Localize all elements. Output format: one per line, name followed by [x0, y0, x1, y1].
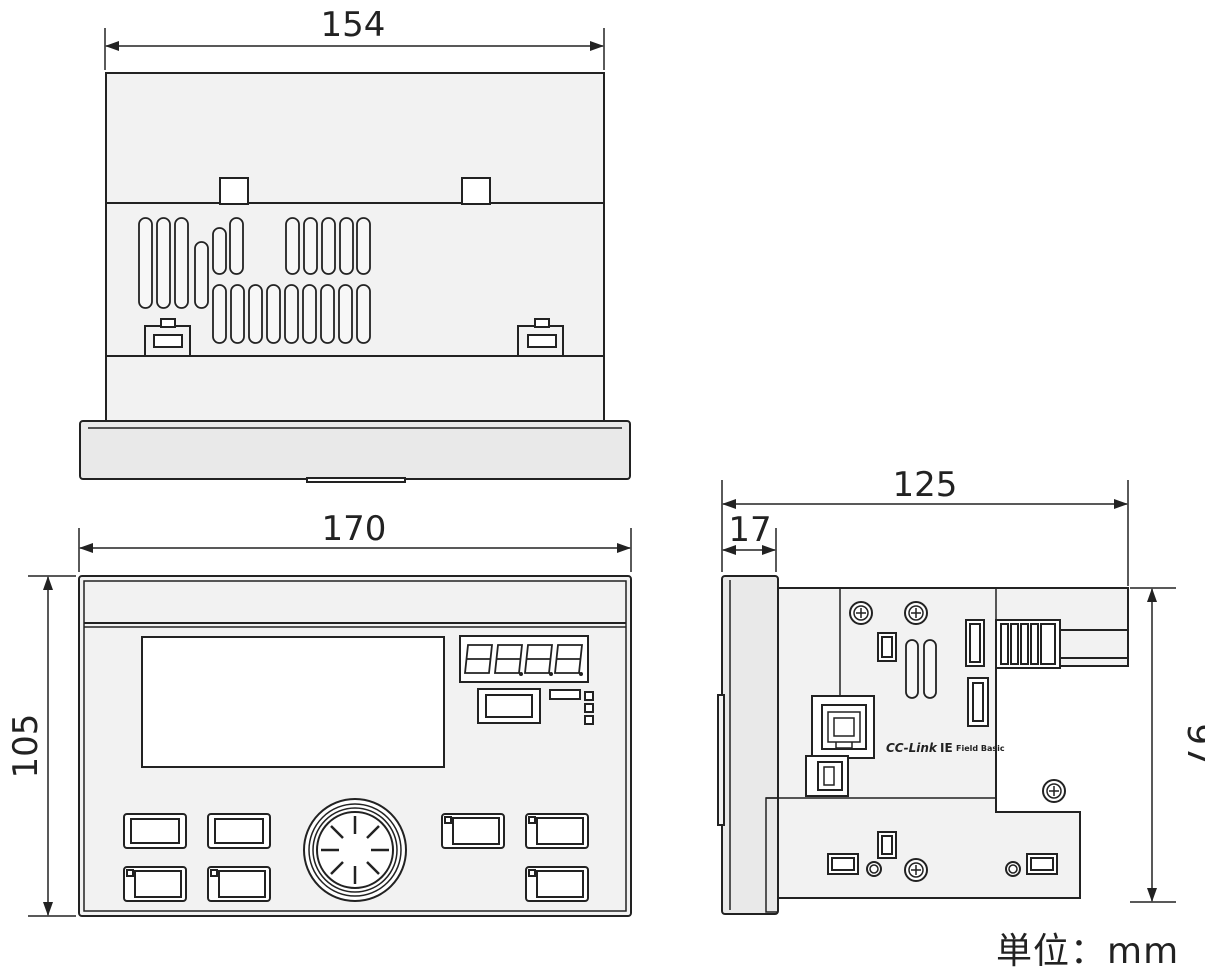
top-bottom-tab	[306, 477, 406, 483]
side-screw-4	[904, 858, 928, 882]
front-key-7	[525, 866, 589, 902]
dim-front-height: 105	[6, 575, 76, 917]
dim-front-height-label: 105	[6, 714, 46, 779]
front-key-3	[123, 866, 187, 902]
dim-side-height-label: 97	[1179, 723, 1205, 766]
top-view: 154	[79, 5, 631, 483]
front-key-5	[441, 813, 505, 849]
dim-front-width-label: 170	[322, 509, 387, 549]
top-tab-right	[461, 177, 491, 205]
side-usb-port	[805, 755, 849, 797]
top-latch-right	[517, 318, 580, 357]
top-tab-left	[219, 177, 249, 205]
svg-text:IE: IE	[940, 741, 953, 755]
side-connector	[995, 619, 1128, 669]
front-7seg-display	[459, 635, 589, 683]
front-key-1	[123, 813, 187, 849]
top-vent-slots	[138, 217, 371, 344]
front-lcd-display	[141, 636, 445, 768]
side-screw-2	[904, 601, 928, 625]
dim-side-width-label: 125	[893, 465, 958, 505]
top-lower-body	[105, 355, 605, 423]
dim-side-panel: 17	[722, 510, 777, 572]
front-status-led-bar	[549, 689, 581, 700]
dim-front-width: 170	[78, 509, 632, 572]
front-view: 170 105	[6, 509, 632, 917]
top-latch-left	[130, 318, 191, 357]
side-vent-1	[905, 639, 919, 699]
dim-side-height: 97	[1130, 587, 1205, 903]
front-key-4	[207, 866, 271, 902]
svg-text:CC-Link: CC-Link	[886, 741, 938, 755]
side-screw-1	[849, 601, 873, 625]
side-bezel-latch	[717, 694, 725, 826]
side-screw-3	[1042, 779, 1066, 803]
dim-top-width: 154	[104, 5, 605, 70]
side-hole-2	[1005, 861, 1021, 877]
side-view: 125 17 97	[717, 465, 1205, 915]
dim-side-width: 125	[721, 465, 1129, 586]
front-led-1	[584, 691, 594, 701]
front-key-6	[525, 813, 589, 849]
front-led-2	[584, 703, 594, 713]
front-led-3	[584, 715, 594, 725]
top-rear-body	[105, 72, 605, 206]
top-front-bezel	[79, 420, 631, 480]
unit-label: 単位：mm	[996, 931, 1180, 972]
side-cc-link-logo: CC-Link IE Field Basic	[886, 741, 1005, 755]
svg-text:Field Basic: Field Basic	[956, 744, 1005, 753]
dim-side-panel-label: 17	[728, 510, 771, 550]
side-vent-2	[923, 639, 937, 699]
front-key-2	[207, 813, 271, 849]
front-rotary-dial	[303, 798, 407, 902]
side-hole-1	[866, 861, 882, 877]
side-ethernet-port	[811, 695, 875, 759]
dim-top-width-label: 154	[321, 5, 386, 45]
